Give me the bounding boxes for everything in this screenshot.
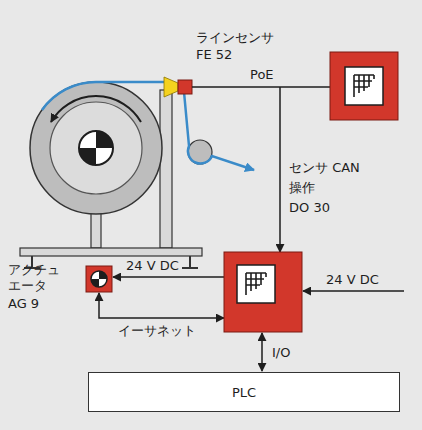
controller-box xyxy=(224,252,302,332)
reel xyxy=(79,131,113,165)
reel xyxy=(51,96,141,122)
plc-box: PLC xyxy=(88,372,400,412)
drive-box xyxy=(330,52,398,120)
line-sensor xyxy=(178,80,192,94)
web-material xyxy=(42,82,254,170)
actuator-symbol xyxy=(86,266,112,292)
io-wire xyxy=(261,333,263,371)
ethernet-wire xyxy=(99,293,224,318)
signal-name: 24 V DC xyxy=(326,272,379,288)
part-number: AG 9 xyxy=(8,296,39,312)
poe-wire xyxy=(192,86,330,88)
part-number: DO 30 xyxy=(289,200,330,216)
actuator-symbol xyxy=(86,266,112,292)
reel-stand xyxy=(160,90,172,248)
controller-box xyxy=(237,265,275,303)
power-input-wire xyxy=(303,290,404,292)
actuator-symbol xyxy=(91,271,107,287)
drive-box xyxy=(345,67,383,105)
box-label: PLC xyxy=(232,385,256,400)
wiring xyxy=(99,87,404,371)
signal-name: I/O xyxy=(272,345,290,361)
signal-name: 24 V DC xyxy=(126,258,179,274)
signal-name: イーサネット xyxy=(118,323,196,339)
reel xyxy=(79,131,113,165)
signal-name: 操作 xyxy=(289,180,315,196)
part-number: FE 52 xyxy=(196,47,232,63)
reel xyxy=(50,102,142,194)
part-name: ラインセンサ xyxy=(196,30,274,46)
part-name: アクチュエータ xyxy=(8,262,68,294)
signal-name: PoE xyxy=(250,67,274,83)
power-wire xyxy=(113,276,224,278)
drive-box xyxy=(330,52,398,120)
sensor-can-wire xyxy=(279,87,281,252)
signal-name: センサ CAN xyxy=(289,160,360,176)
line-sensor xyxy=(164,77,192,97)
controller-box xyxy=(224,252,302,332)
actuator-symbol xyxy=(91,271,107,287)
line-sensor xyxy=(164,77,178,97)
reel-stand xyxy=(20,248,202,256)
